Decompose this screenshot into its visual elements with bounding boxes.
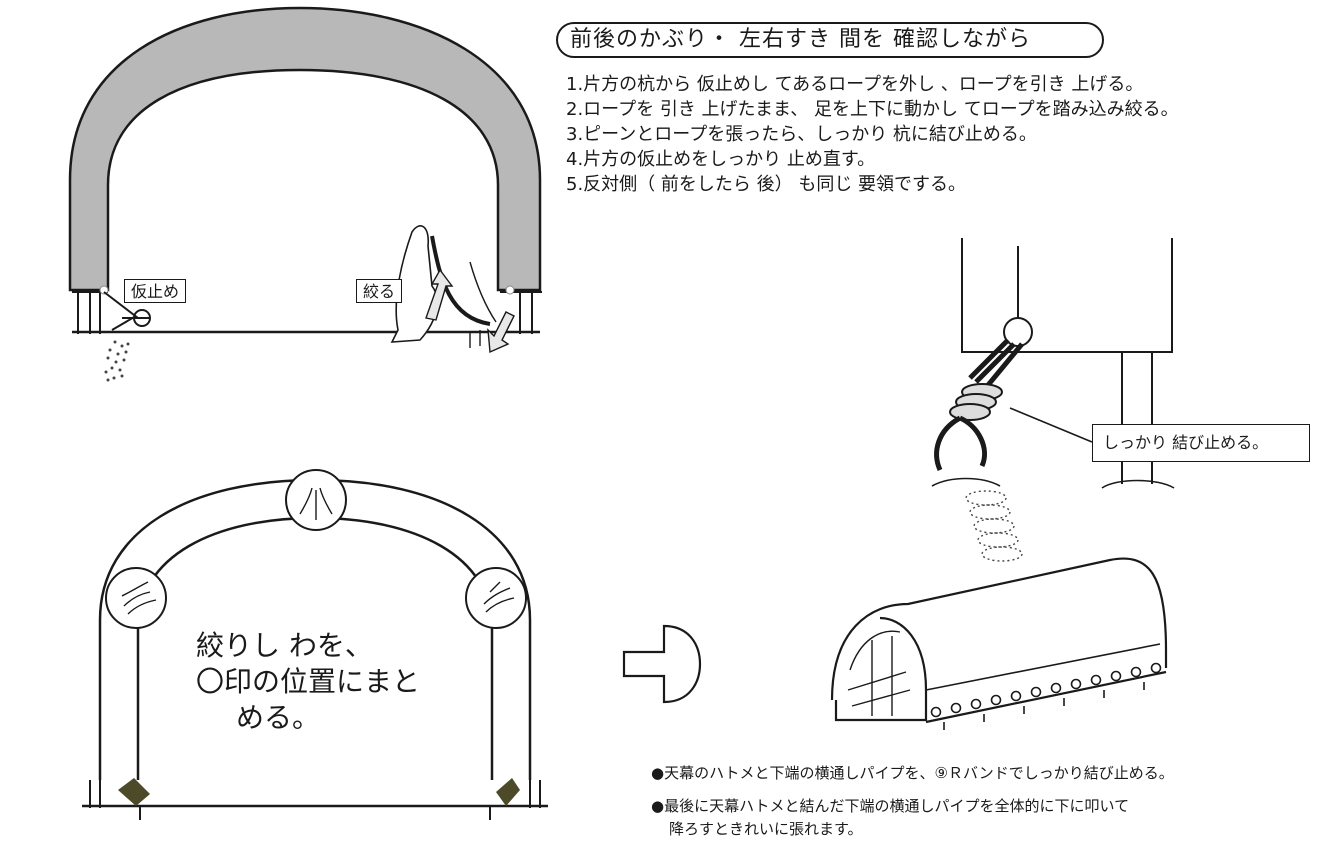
callout-line [1009,407,1093,443]
clip-right [496,778,520,806]
canvas-arch [68,6,542,292]
steps-list: 1.片方の杭から 仮止めし てあるロープを外し 、ロープを引き 上げる。 2.ロ… [566,72,1318,197]
wrinkle-marker-top [285,469,347,531]
bullet-item: ●最後に天幕ハトメと結んだ下端の横通しパイプを全体的に下に叩いて [651,797,1130,815]
wrinkle-note-line: める。 [236,701,321,734]
wrinkle-note: 絞りし わを、 〇印の位置にまと める。 [196,628,420,736]
right-arrow-icon [622,624,702,704]
wrinkle-note-line: 絞りし わを、 [196,629,373,662]
section-heading: 前後のかぶり・ 左右すき 間を 確認しながら [556,22,1104,58]
rope-coils [949,383,1003,421]
grommet-ball [1003,317,1033,347]
wrinkle-marker-right [465,567,527,629]
step-item: 5.反対側（ 前をしたら 後） も同じ 要領でする。 [566,174,967,195]
step-item: 4.片方の仮止めをしっかり 止め直す。 [566,149,876,170]
grommet-row [930,662,1162,718]
clip-left [118,778,150,806]
up-arrow-icon [425,268,454,321]
step-item: 3.ピーンとロープを張ったら、しっかり 杭に結び止める。 [566,124,1037,145]
stake-ring [133,309,151,327]
step-item: 2.ロープを 引き 上げたまま、 足を上下に動かし てロープを踏み込み絞る。 [566,99,1179,120]
step-item: 1.片方の杭から 仮止めし てあるロープを外し 、ロープを引き 上げる。 [566,74,1144,95]
bullet-item: ●天幕のハトメと下端の横通しパイプを、⑨Ｒバンドでしっかり結び止める。 [651,764,1174,782]
wrinkle-note-line: 〇印の位置にまと [196,665,421,698]
label-tighten: 絞る [356,279,403,303]
bullet-notes: ●天幕のハトメと下端の横通しパイプを、⑨Ｒバンドでしっかり結び止める。 ●最後に… [651,762,1311,851]
down-arrow-icon [487,311,515,354]
bullet-item-continuation: 降ろすときれいに張れます。 [669,820,863,838]
soil-dots-left [104,340,130,382]
label-temp-stop: 仮止め [124,279,187,303]
callout-tie-firmly: しっかり 結び止める。 [1092,424,1310,462]
wrinkle-marker-left [105,567,167,629]
soil-coil-dots [965,490,1023,562]
